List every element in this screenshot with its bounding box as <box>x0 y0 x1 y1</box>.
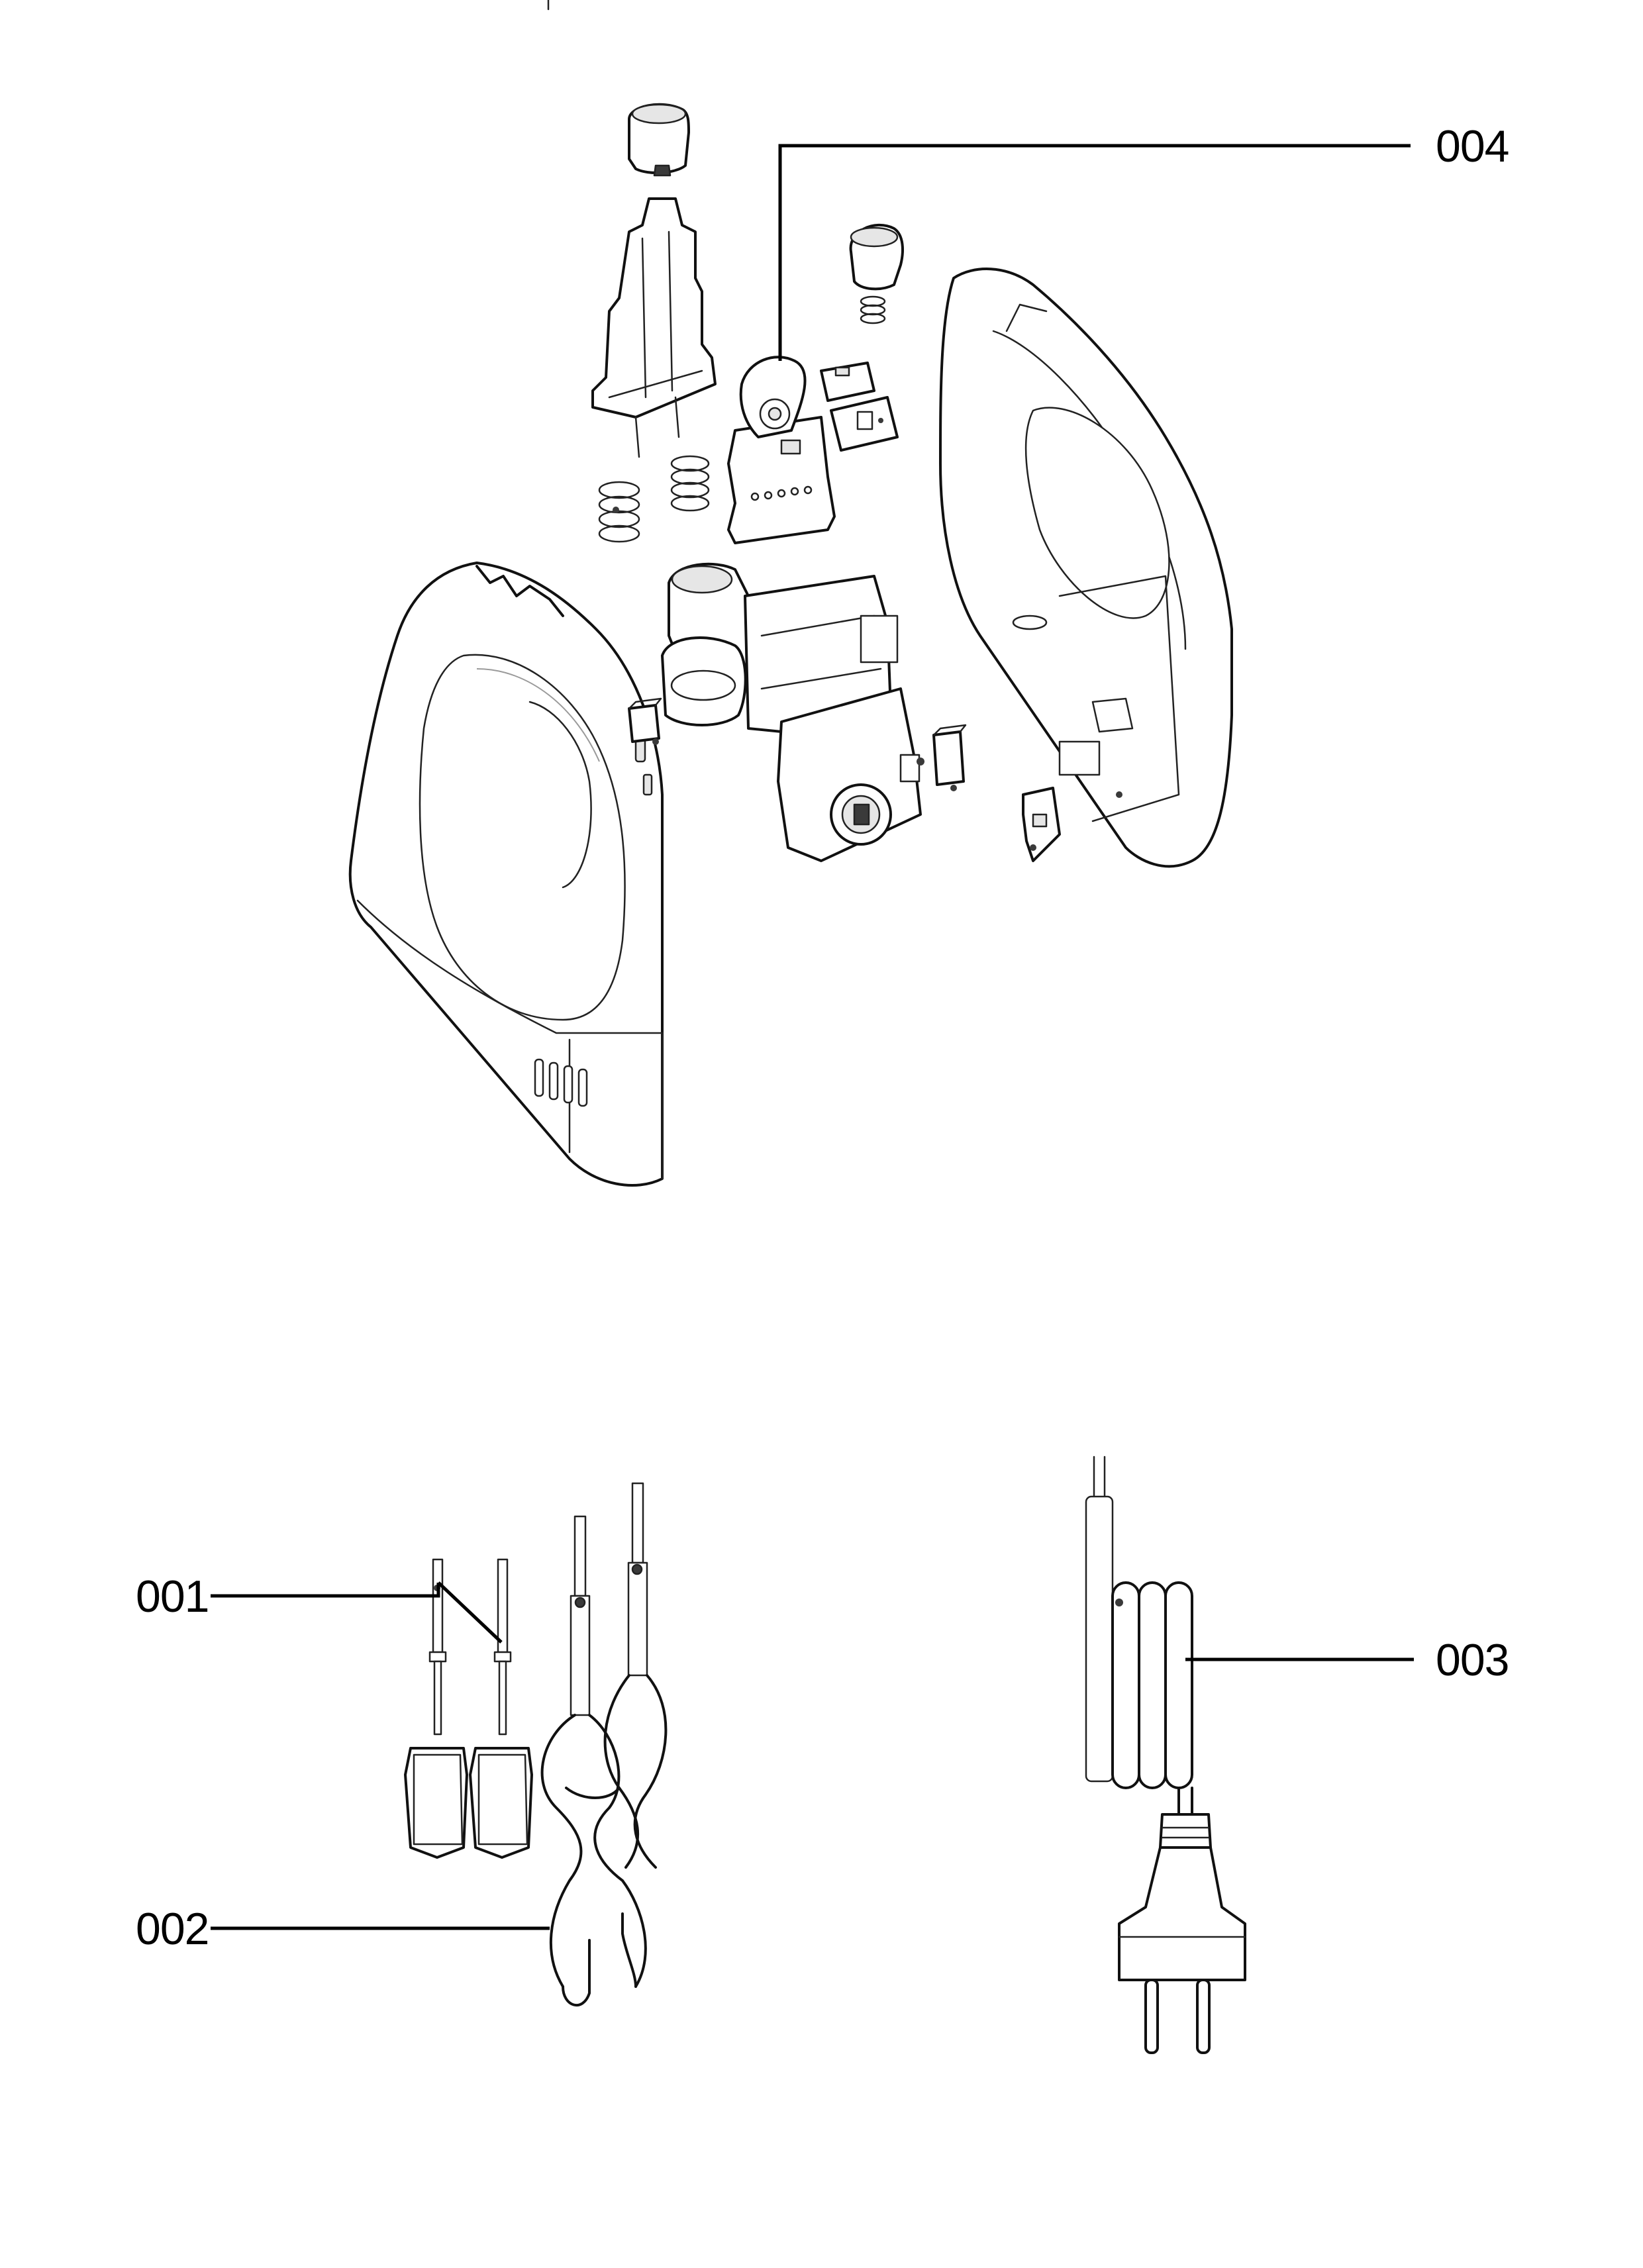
whisk-beaters <box>404 1558 533 1859</box>
power-cord-with-plug <box>1085 1455 1246 2054</box>
vent-slots <box>534 1058 588 1107</box>
speed-selector-board <box>727 356 836 544</box>
mixer-exploded-assembly <box>348 103 1411 1187</box>
front-housing-shell <box>348 562 664 1187</box>
slider-plate <box>591 197 717 458</box>
dough-hooks <box>540 1482 668 2007</box>
button-with-spring <box>849 224 904 324</box>
cord-clip <box>1022 787 1061 862</box>
motor-assembly <box>661 562 924 862</box>
micro-switch <box>820 362 899 452</box>
leader-line-004 <box>778 144 1411 361</box>
callout-label-002: 002 <box>136 1904 209 1954</box>
callout-label-003: 003 <box>1436 1635 1509 1685</box>
callout-label-001: 001 <box>136 1571 209 1622</box>
callout-label-004: 004 <box>1436 121 1509 172</box>
carbon-brushes <box>628 697 967 791</box>
rear-housing-shell <box>939 268 1233 868</box>
speed-knob-cap <box>628 103 690 177</box>
springs-left-pair <box>598 455 710 543</box>
leader-line-001 <box>211 1581 503 1644</box>
